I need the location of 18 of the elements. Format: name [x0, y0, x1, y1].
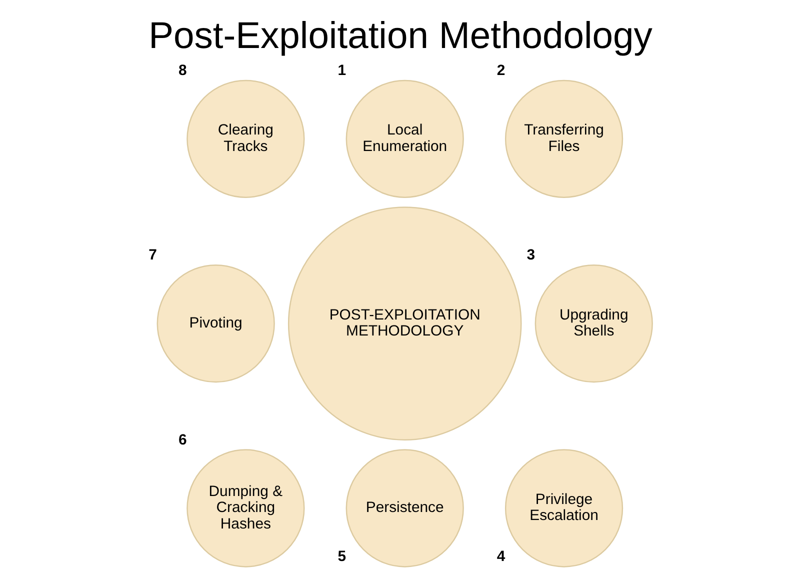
node-label: 6	[178, 431, 186, 448]
node-label: 8	[178, 62, 186, 79]
node-circle: Local Enumeration	[345, 80, 464, 198]
node-circle: Persistence	[345, 449, 464, 568]
node-circle: Dumping & Cracking Hashes	[186, 449, 304, 568]
node-circle: Upgrading Shells	[534, 264, 652, 383]
node-circle: POST-EXPLOITATION METHODOLOGY	[287, 206, 522, 440]
node-circle: Privilege Escalation	[504, 449, 623, 568]
node-circle: Transferring Files	[504, 80, 623, 198]
node-label: 3	[526, 246, 535, 264]
node-label: 7	[148, 246, 156, 264]
node-label: 2	[496, 62, 505, 79]
diagram-title: Post-Exploitation Methodology	[148, 14, 652, 56]
node-circle: Pivoting	[156, 264, 274, 383]
node-circle: Clearing Tracks	[186, 80, 304, 198]
node-label: 1	[337, 62, 346, 79]
node-label: 4	[496, 548, 505, 566]
node-label: 5	[337, 548, 346, 566]
